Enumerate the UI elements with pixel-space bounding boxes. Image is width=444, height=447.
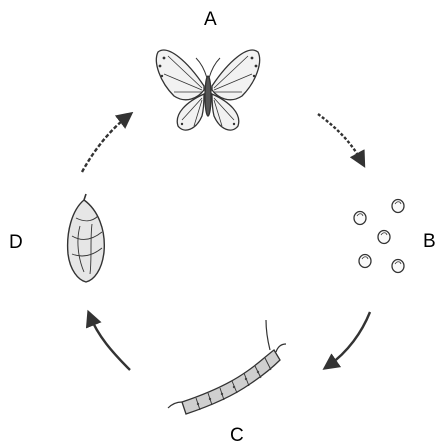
arrow-b-to-c (328, 312, 370, 366)
eggs-icon (354, 200, 404, 273)
chrysalis-icon (68, 194, 105, 282)
stage-label-a: A (204, 10, 217, 29)
caterpillar-icon (168, 320, 286, 414)
arrow-d-to-a (82, 116, 128, 172)
arrow-c-to-d (90, 316, 130, 370)
stage-label-b: B (423, 232, 436, 251)
stage-label-d: D (9, 233, 23, 252)
stage-label-c: C (230, 426, 244, 445)
butterfly-icon (156, 50, 259, 130)
arrow-a-to-b (318, 114, 362, 162)
